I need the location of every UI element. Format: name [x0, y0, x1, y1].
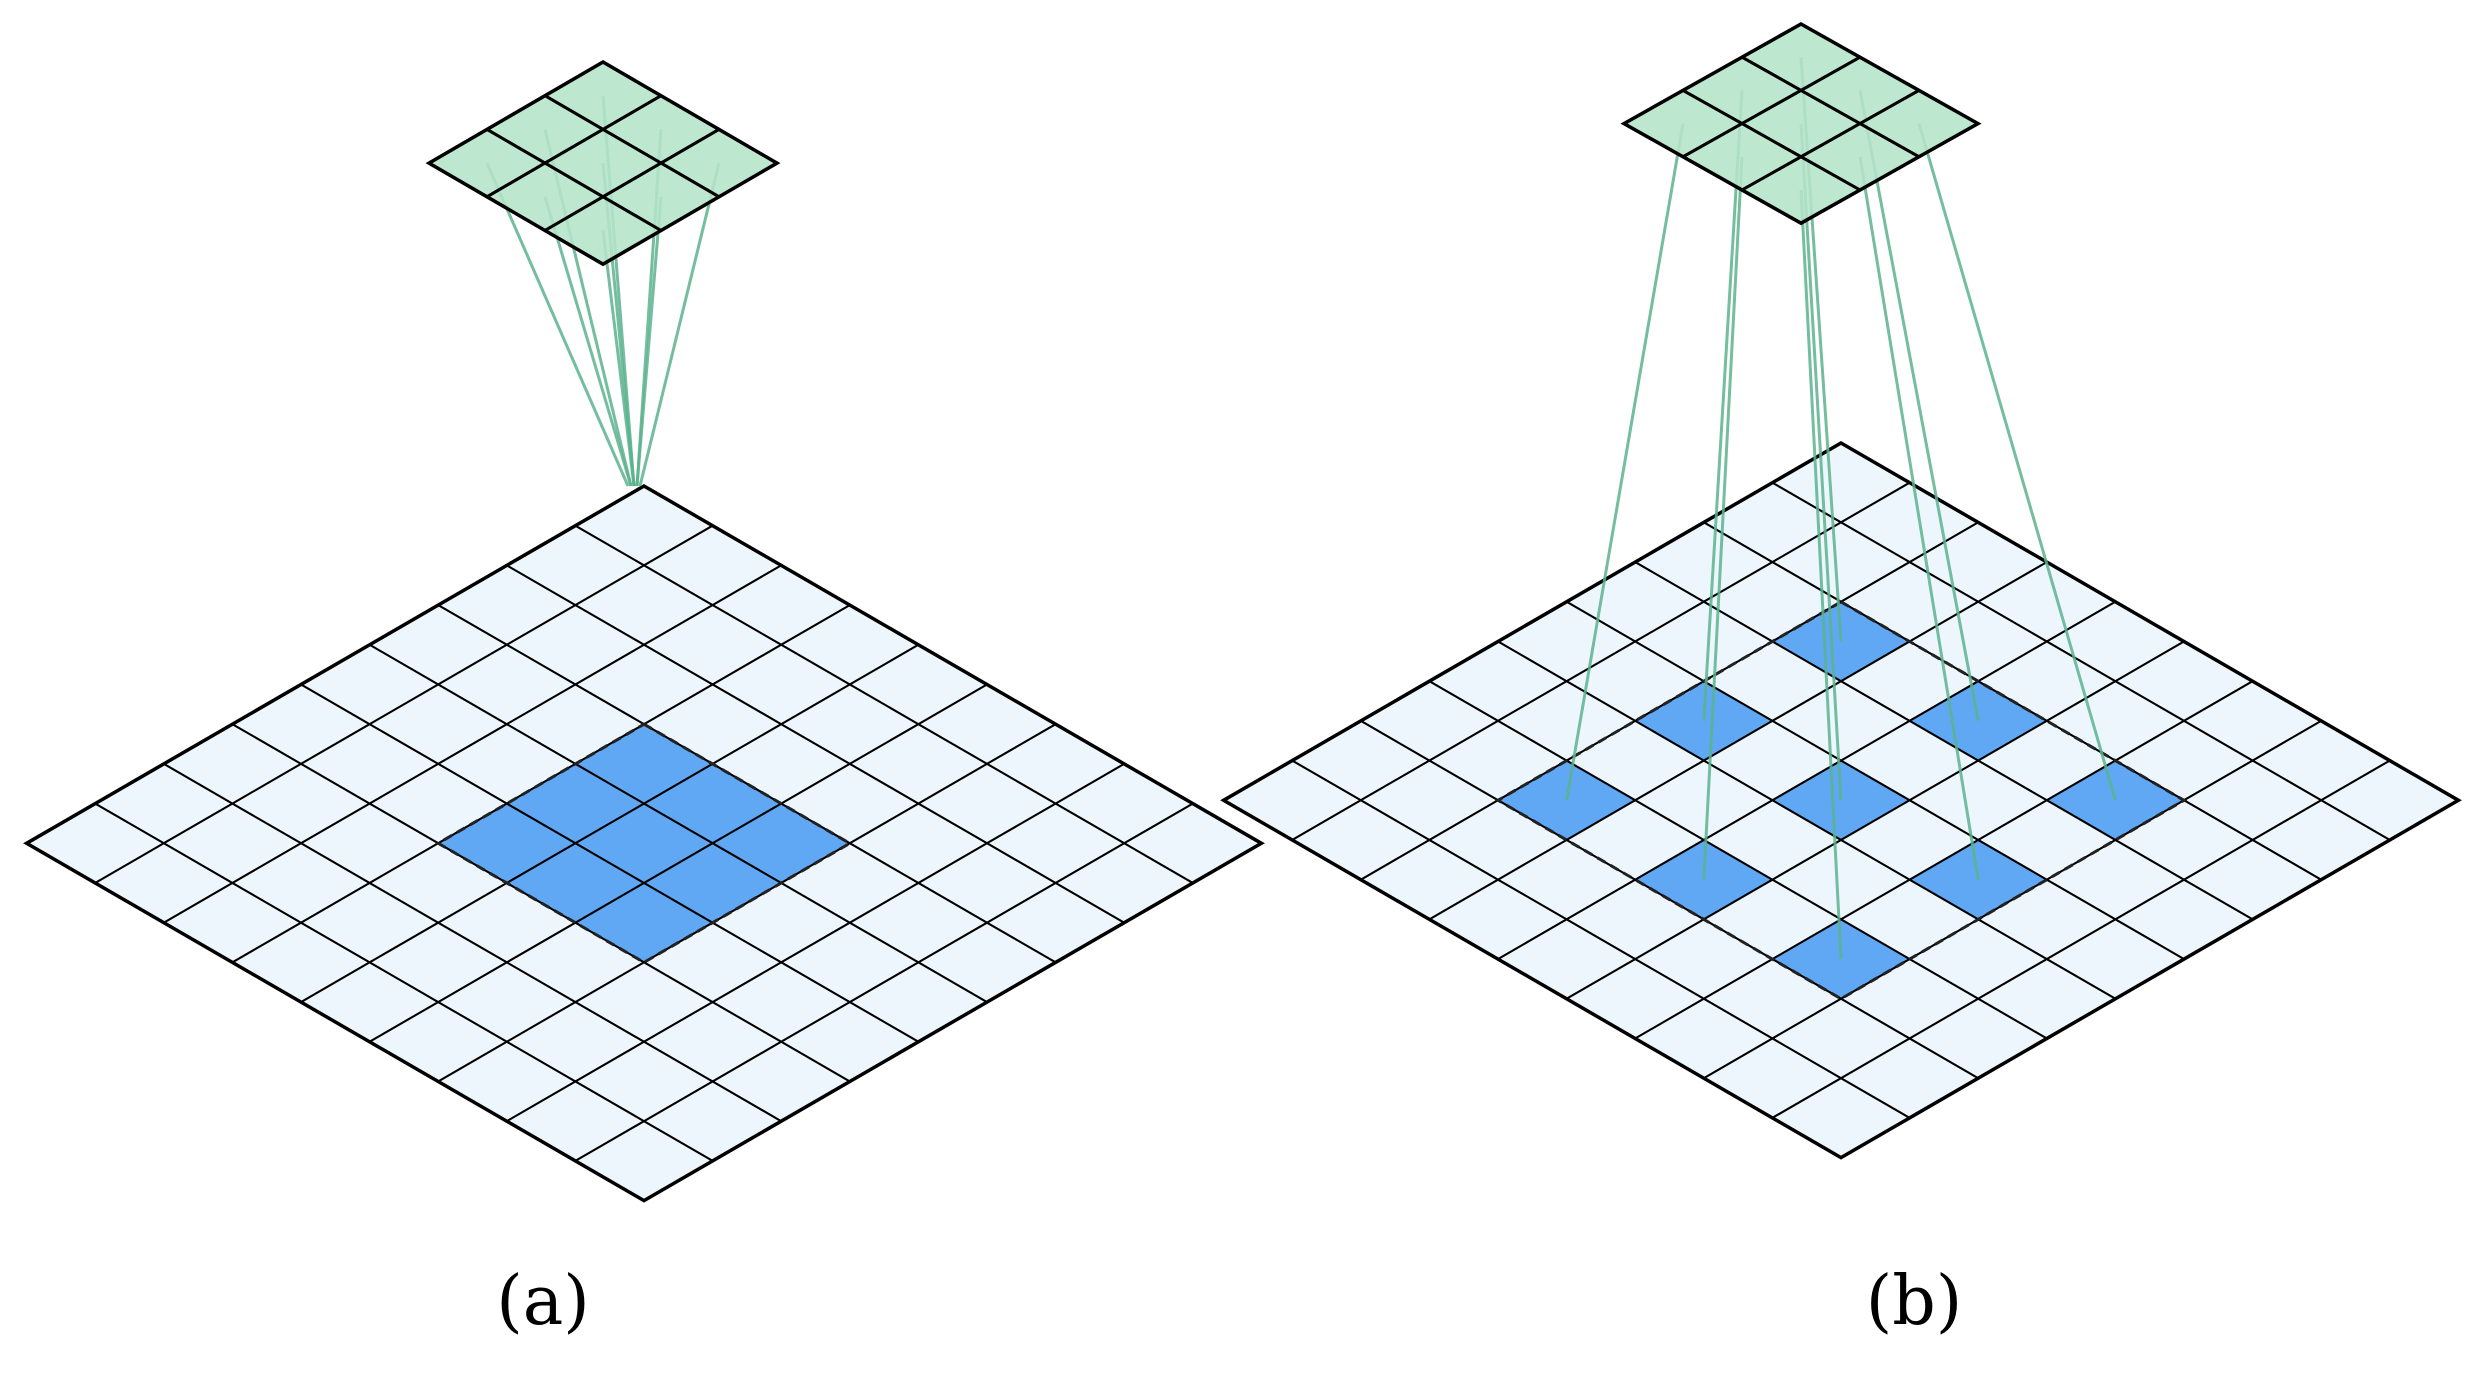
kernel-grid	[425, 59, 781, 267]
connection-line	[1799, 123, 1843, 801]
connection-line	[543, 196, 633, 487]
connection-line	[1702, 90, 1744, 721]
kernel-grid	[1620, 21, 1982, 226]
panel-a-standard-convolution	[23, 59, 1265, 1203]
caption-b: (b)	[1865, 1262, 1963, 1341]
connection-line	[601, 230, 636, 487]
connection-line	[1858, 156, 1980, 880]
input-grid-border	[1220, 440, 2462, 1160]
connection-line	[1858, 90, 1980, 722]
connection-line	[485, 162, 630, 487]
panel-b-dilated-convolution	[1220, 21, 2462, 1160]
receptive-field-outline	[435, 722, 853, 965]
connection-line	[1702, 156, 1744, 880]
caption-a: (a)	[496, 1262, 590, 1341]
connection-line	[638, 162, 721, 487]
input-grid-border	[23, 483, 1265, 1203]
connection-line	[635, 196, 663, 487]
connection-line	[1565, 123, 1685, 801]
input-feature-grid	[23, 483, 1265, 1203]
kernel-border	[1620, 21, 1982, 226]
connection-line	[1917, 123, 2117, 801]
receptive-field-outline	[1495, 600, 2187, 1001]
kernel-border	[425, 59, 781, 267]
kernel-connection-lines	[1565, 57, 2117, 960]
connection-line	[1799, 189, 1843, 960]
